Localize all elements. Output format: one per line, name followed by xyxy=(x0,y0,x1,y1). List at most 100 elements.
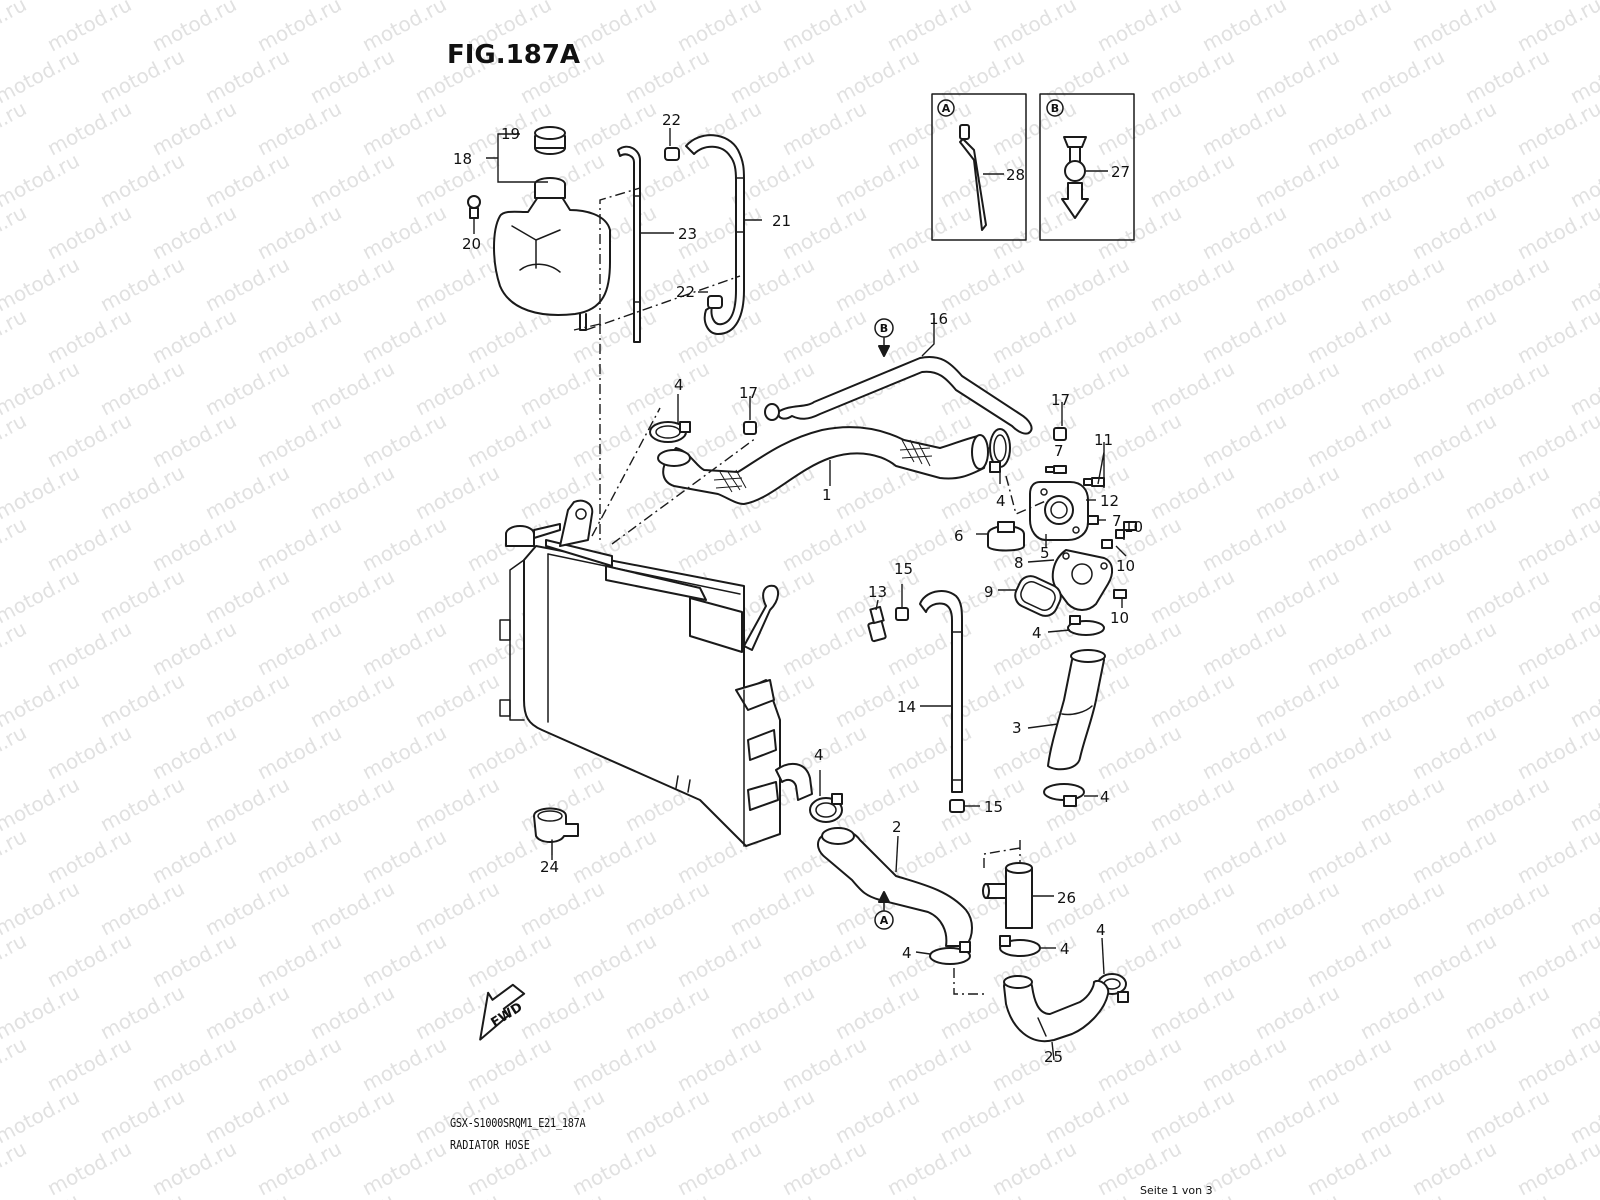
cable-tie-part xyxy=(959,124,987,231)
bolt-11 xyxy=(1083,477,1105,487)
callout-26: 26 xyxy=(1057,889,1076,907)
callout-2: 2 xyxy=(892,818,902,836)
callout-16: 16 xyxy=(929,310,948,328)
callout-10c: 10 xyxy=(1110,609,1129,627)
callout-14: 14 xyxy=(897,698,916,716)
reference-marker-a: A xyxy=(874,891,894,930)
svg-text:B: B xyxy=(880,322,888,335)
bolt-10c xyxy=(1113,589,1127,599)
callout-6: 6 xyxy=(954,527,964,545)
callout-1: 1 xyxy=(822,486,832,504)
water-pump-hose xyxy=(1003,975,1110,1043)
hose-clamp-1a xyxy=(649,421,691,443)
radiator-mount-bracket xyxy=(559,499,594,547)
fwd-direction-arrow: FWD xyxy=(479,983,526,1041)
callout-10a: 10 xyxy=(1124,518,1143,536)
guide-line-upper-hose xyxy=(591,407,757,545)
detail-box-b-letter: B xyxy=(1051,102,1059,115)
hose-clamp-1b xyxy=(989,428,1011,473)
radiator-clamp xyxy=(533,807,579,855)
union-bolt xyxy=(867,605,887,643)
callout-22a: 22 xyxy=(662,111,681,129)
drawing-code: GSX-S1000SRQM1_E21_187A xyxy=(450,1116,586,1130)
guide-line-thermostat xyxy=(1005,475,1049,515)
detail-box-b: B 27 xyxy=(1039,93,1135,241)
callout-4g: 4 xyxy=(1060,940,1070,958)
coolant-reservoir-tank xyxy=(493,177,611,331)
hose-clamp-3b xyxy=(1043,783,1085,807)
callout-21: 21 xyxy=(772,212,791,230)
callout-12: 12 xyxy=(1100,492,1119,510)
callout-18: 18 xyxy=(453,150,472,168)
callout-20: 20 xyxy=(462,235,481,253)
bypass-hose xyxy=(764,356,1033,435)
bolt-7a xyxy=(1045,465,1067,474)
callout-numbers: 19 18 20 22 23 21 22 4 17 16 17 11 7 1 4… xyxy=(453,111,1143,1066)
radiator-core xyxy=(499,539,781,847)
figure-title: FIG.187A xyxy=(447,40,581,70)
callout-15a: 15 xyxy=(894,560,913,578)
callout-28: 28 xyxy=(1006,166,1025,184)
thermostat-housing-cover xyxy=(1029,481,1089,541)
callout-4h: 4 xyxy=(902,944,912,962)
callout-25: 25 xyxy=(1044,1048,1063,1066)
leader-lines xyxy=(473,128,1127,1061)
overflow-pipe xyxy=(617,145,641,343)
callout-9: 9 xyxy=(984,583,994,601)
callout-3: 3 xyxy=(1012,719,1022,737)
callout-7b: 7 xyxy=(1112,512,1122,530)
callout-4a: 4 xyxy=(674,376,684,394)
callout-23: 23 xyxy=(678,225,697,243)
hose-clamp-3a xyxy=(1067,615,1105,636)
callout-4d: 4 xyxy=(1100,788,1110,806)
hose-clamp-upper xyxy=(664,147,680,161)
upper-radiator-hose xyxy=(657,426,989,505)
callout-15b: 15 xyxy=(984,798,1003,816)
thermostat xyxy=(987,521,1025,552)
guide-line-lower-hose xyxy=(953,840,1021,995)
hose-clamp-17b xyxy=(1053,427,1067,441)
o-ring xyxy=(1014,575,1062,617)
hose-clamp-26 xyxy=(999,935,1041,957)
callout-7a: 7 xyxy=(1054,442,1064,460)
hose-clamp-2b xyxy=(929,941,971,965)
svg-text:A: A xyxy=(880,914,889,927)
callout-27: 27 xyxy=(1111,163,1130,181)
callout-8: 8 xyxy=(1014,554,1024,572)
callout-10b: 10 xyxy=(1116,557,1135,575)
page-indicator: Seite 1 von 3 xyxy=(1140,1184,1213,1197)
callout-4b: 4 xyxy=(996,492,1006,510)
reservoir-bolt xyxy=(467,195,481,219)
bolt-7b xyxy=(1087,515,1099,525)
hose-clamp-2a xyxy=(809,793,843,823)
hose-joint xyxy=(982,862,1033,929)
callout-17a: 17 xyxy=(739,384,758,402)
hose-clip-part xyxy=(1061,136,1089,219)
thermostat-to-pump-hose xyxy=(1047,649,1106,771)
water-hose xyxy=(919,589,963,793)
radiator-filler-neck xyxy=(505,523,561,547)
callout-17b: 17 xyxy=(1051,391,1070,409)
radiator-outlet-pipe xyxy=(775,762,813,801)
callout-4f: 4 xyxy=(1096,921,1106,939)
callout-4c: 4 xyxy=(1032,624,1042,642)
hose-clamp-15a xyxy=(895,607,909,621)
guide-line-reservoir xyxy=(585,275,741,331)
bolt-10a xyxy=(1101,539,1113,549)
callout-4e: 4 xyxy=(814,746,824,764)
thermostat-case xyxy=(1051,549,1114,611)
detail-box-a: A 28 xyxy=(931,93,1027,241)
hose-clamp-lower xyxy=(707,295,723,309)
hose-clamp-17a xyxy=(743,421,757,435)
callout-22b: 22 xyxy=(676,283,695,301)
section-name: RADIATOR HOSE xyxy=(450,1138,530,1152)
reference-marker-b: B xyxy=(874,318,894,357)
callout-13: 13 xyxy=(868,583,887,601)
hose-clamp-15b xyxy=(949,799,965,813)
callout-24: 24 xyxy=(540,858,559,876)
callout-5: 5 xyxy=(1040,544,1050,562)
detail-box-a-letter: A xyxy=(942,102,951,115)
reservoir-cap xyxy=(534,126,566,155)
guide-line-overflow xyxy=(573,187,641,540)
